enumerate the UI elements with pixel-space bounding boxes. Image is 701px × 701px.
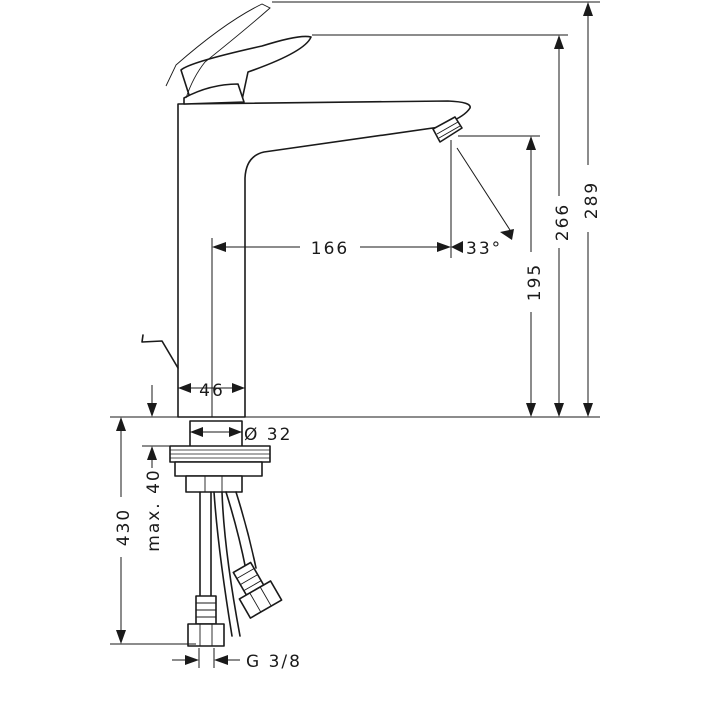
dim-total-height: 289 [582, 2, 602, 417]
deck-thickness-label: max. 40 [144, 468, 164, 551]
total-height-label: 289 [582, 181, 602, 219]
dim-spout-height: 195 [525, 136, 545, 417]
dim-body-height: 266 [553, 35, 573, 417]
dim-spout-reach: 166 [211, 140, 452, 417]
dim-body-width: 46 [178, 381, 245, 410]
spray-angle-label: 33° [466, 239, 502, 259]
hose-fitting-angled [232, 561, 283, 619]
dim-spray-angle: 33° [451, 147, 514, 259]
hose-length-label: 430 [114, 508, 134, 546]
dim-connection-thread: G 3/8 [172, 648, 302, 672]
spout-reach-label: 166 [311, 239, 349, 259]
body-height-label: 266 [553, 203, 573, 241]
popup-rod [141, 334, 179, 369]
spout-height-label: 195 [525, 263, 545, 301]
dim-hose-length: 430 [110, 417, 196, 645]
hoses [199, 491, 257, 637]
dim-deck-thickness: max. 40 [142, 385, 170, 552]
faucet-body [177, 100, 471, 418]
aerator [432, 116, 463, 143]
body-width-label: 46 [199, 381, 225, 401]
mounting-nut [169, 445, 271, 493]
lever-handle [180, 35, 312, 101]
lever-base [183, 83, 245, 105]
lever-handle-raised [165, 3, 271, 99]
hose-fitting-straight [187, 595, 225, 647]
shank-diameter-label: Ø 32 [244, 425, 292, 445]
dim-shank-diameter: Ø 32 [190, 425, 292, 445]
connection-thread-label: G 3/8 [246, 652, 302, 672]
